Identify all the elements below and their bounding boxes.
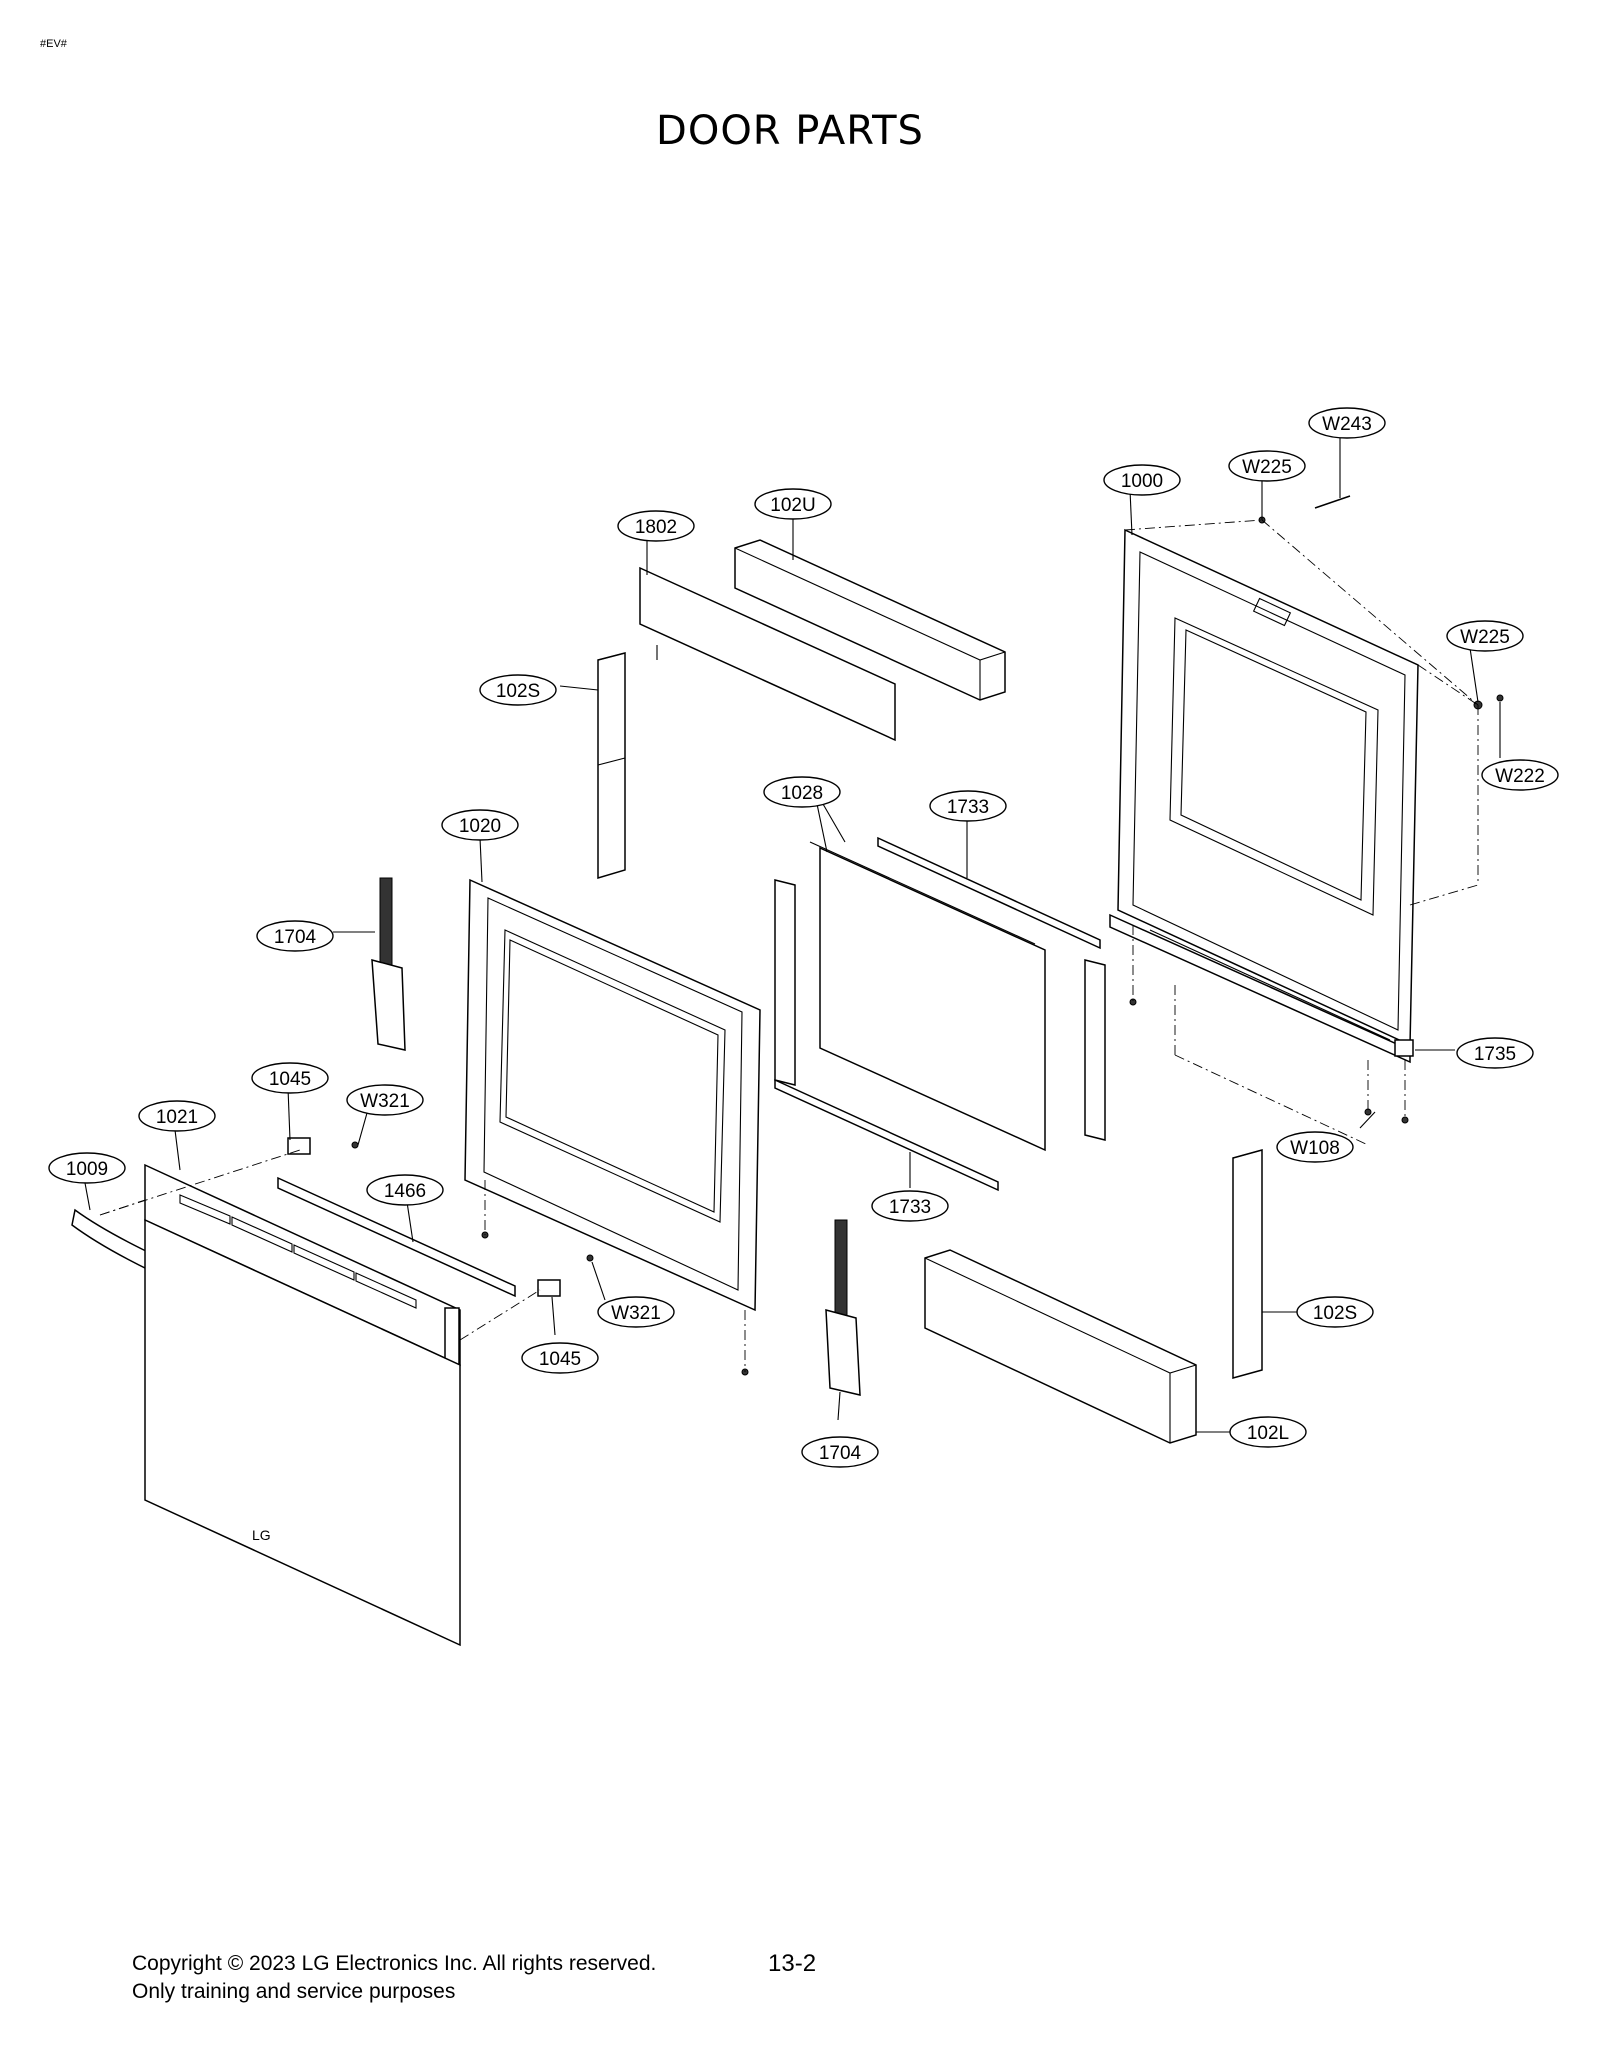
- callout-102L: 102L: [1229, 1416, 1307, 1448]
- inner-door-frame-1000: [1109, 528, 1419, 1064]
- document-tag: #EV#: [40, 38, 67, 50]
- copyright-line-2: Only training and service purposes: [132, 1980, 456, 2003]
- svg-text:W222: W222: [1495, 766, 1545, 787]
- svg-text:102L: 102L: [1247, 1423, 1289, 1444]
- callout-1045-lower: 1045: [521, 1342, 599, 1374]
- svg-text:102S: 102S: [1313, 1303, 1357, 1324]
- callout-1735: 1735: [1456, 1037, 1534, 1069]
- callout-1009: 1009: [48, 1152, 126, 1184]
- callout-1466: 1466: [366, 1174, 444, 1206]
- page-number: 13-2: [768, 1950, 817, 1977]
- callout-1028: 1028: [763, 776, 841, 808]
- callout-1020: 1020: [441, 809, 519, 841]
- callout-1704-lower: 1704: [801, 1436, 879, 1468]
- glass-spacer-1733: [774, 836, 1101, 1192]
- copyright-line-1: Copyright © 2023 LG Electronics Inc. All…: [132, 1952, 657, 1975]
- svg-text:1704: 1704: [819, 1443, 862, 1464]
- hinge-receiver-1045-upper: [287, 1137, 311, 1155]
- svg-text:102U: 102U: [770, 495, 815, 516]
- side-insulation-102S-lower: [1232, 1149, 1263, 1379]
- svg-text:W321: W321: [611, 1303, 661, 1324]
- svg-text:1020: 1020: [459, 816, 501, 837]
- svg-text:W225: W225: [1460, 627, 1510, 648]
- callout-1704-upper: 1704: [256, 920, 334, 952]
- insulation-sheet-1802: [639, 566, 896, 742]
- svg-text:1733: 1733: [889, 1197, 931, 1218]
- leader-lines: [84, 438, 1501, 1433]
- lower-insulation-102L: [924, 1249, 1197, 1444]
- hinge-receiver-1045-lower: [537, 1279, 561, 1297]
- middle-door-frame-1020: [464, 878, 761, 1312]
- callout-W225-top: W225: [1228, 450, 1306, 482]
- copyright-footer: Copyright © 2023 LG Electronics Inc. All…: [132, 1950, 656, 2006]
- callout-102S-upper: 102S: [479, 674, 557, 706]
- svg-text:1802: 1802: [635, 517, 677, 538]
- callout-1021: 1021: [138, 1100, 216, 1132]
- glass-pane-1028: [774, 841, 1106, 1152]
- screws: [351, 495, 1504, 1376]
- page-title: DOOR PARTS: [656, 108, 924, 154]
- callout-W222: W222: [1481, 759, 1559, 791]
- callout-W243: W243: [1308, 407, 1386, 439]
- lg-logo: LG: [252, 1527, 271, 1543]
- svg-text:1045: 1045: [269, 1069, 311, 1090]
- callout-W108: W108: [1276, 1131, 1354, 1163]
- callout-1000: 1000: [1103, 464, 1181, 496]
- callout-W321-lower: W321: [597, 1296, 675, 1328]
- bottom-bracket-1735: [1394, 1039, 1414, 1057]
- side-insulation-102S-upper: [597, 652, 626, 880]
- outer-door-panel: LG: [144, 1218, 461, 1647]
- svg-text:1733: 1733: [947, 797, 989, 818]
- svg-text:1021: 1021: [156, 1107, 198, 1128]
- svg-text:102S: 102S: [496, 681, 540, 702]
- hinge-1704-lower: [825, 1219, 861, 1396]
- svg-text:1009: 1009: [66, 1159, 108, 1180]
- svg-text:W321: W321: [360, 1091, 410, 1112]
- callout-1045-upper: 1045: [251, 1062, 329, 1094]
- svg-text:1045: 1045: [539, 1349, 581, 1370]
- svg-text:W243: W243: [1322, 414, 1372, 435]
- assembly-guides: [99, 519, 1479, 1372]
- callout-102U: 102U: [754, 488, 832, 520]
- callout-1733-lower: 1733: [871, 1190, 949, 1222]
- svg-text:W108: W108: [1290, 1138, 1340, 1159]
- svg-text:1028: 1028: [781, 783, 823, 804]
- svg-text:1704: 1704: [274, 927, 317, 948]
- callout-102S-lower: 102S: [1296, 1296, 1374, 1328]
- hinge-1704-upper: [371, 877, 406, 1051]
- svg-text:1466: 1466: [384, 1181, 426, 1202]
- callout-W225-right: W225: [1446, 620, 1524, 652]
- trim-strip-1466: [277, 1176, 516, 1298]
- callout-1802: 1802: [617, 510, 695, 542]
- svg-text:1000: 1000: [1121, 471, 1163, 492]
- svg-text:W225: W225: [1242, 457, 1292, 478]
- callout-1733-upper: 1733: [929, 790, 1007, 822]
- upper-insulation-102U: [734, 539, 1006, 701]
- callout-W321-upper: W321: [346, 1084, 424, 1116]
- svg-text:1735: 1735: [1474, 1044, 1516, 1065]
